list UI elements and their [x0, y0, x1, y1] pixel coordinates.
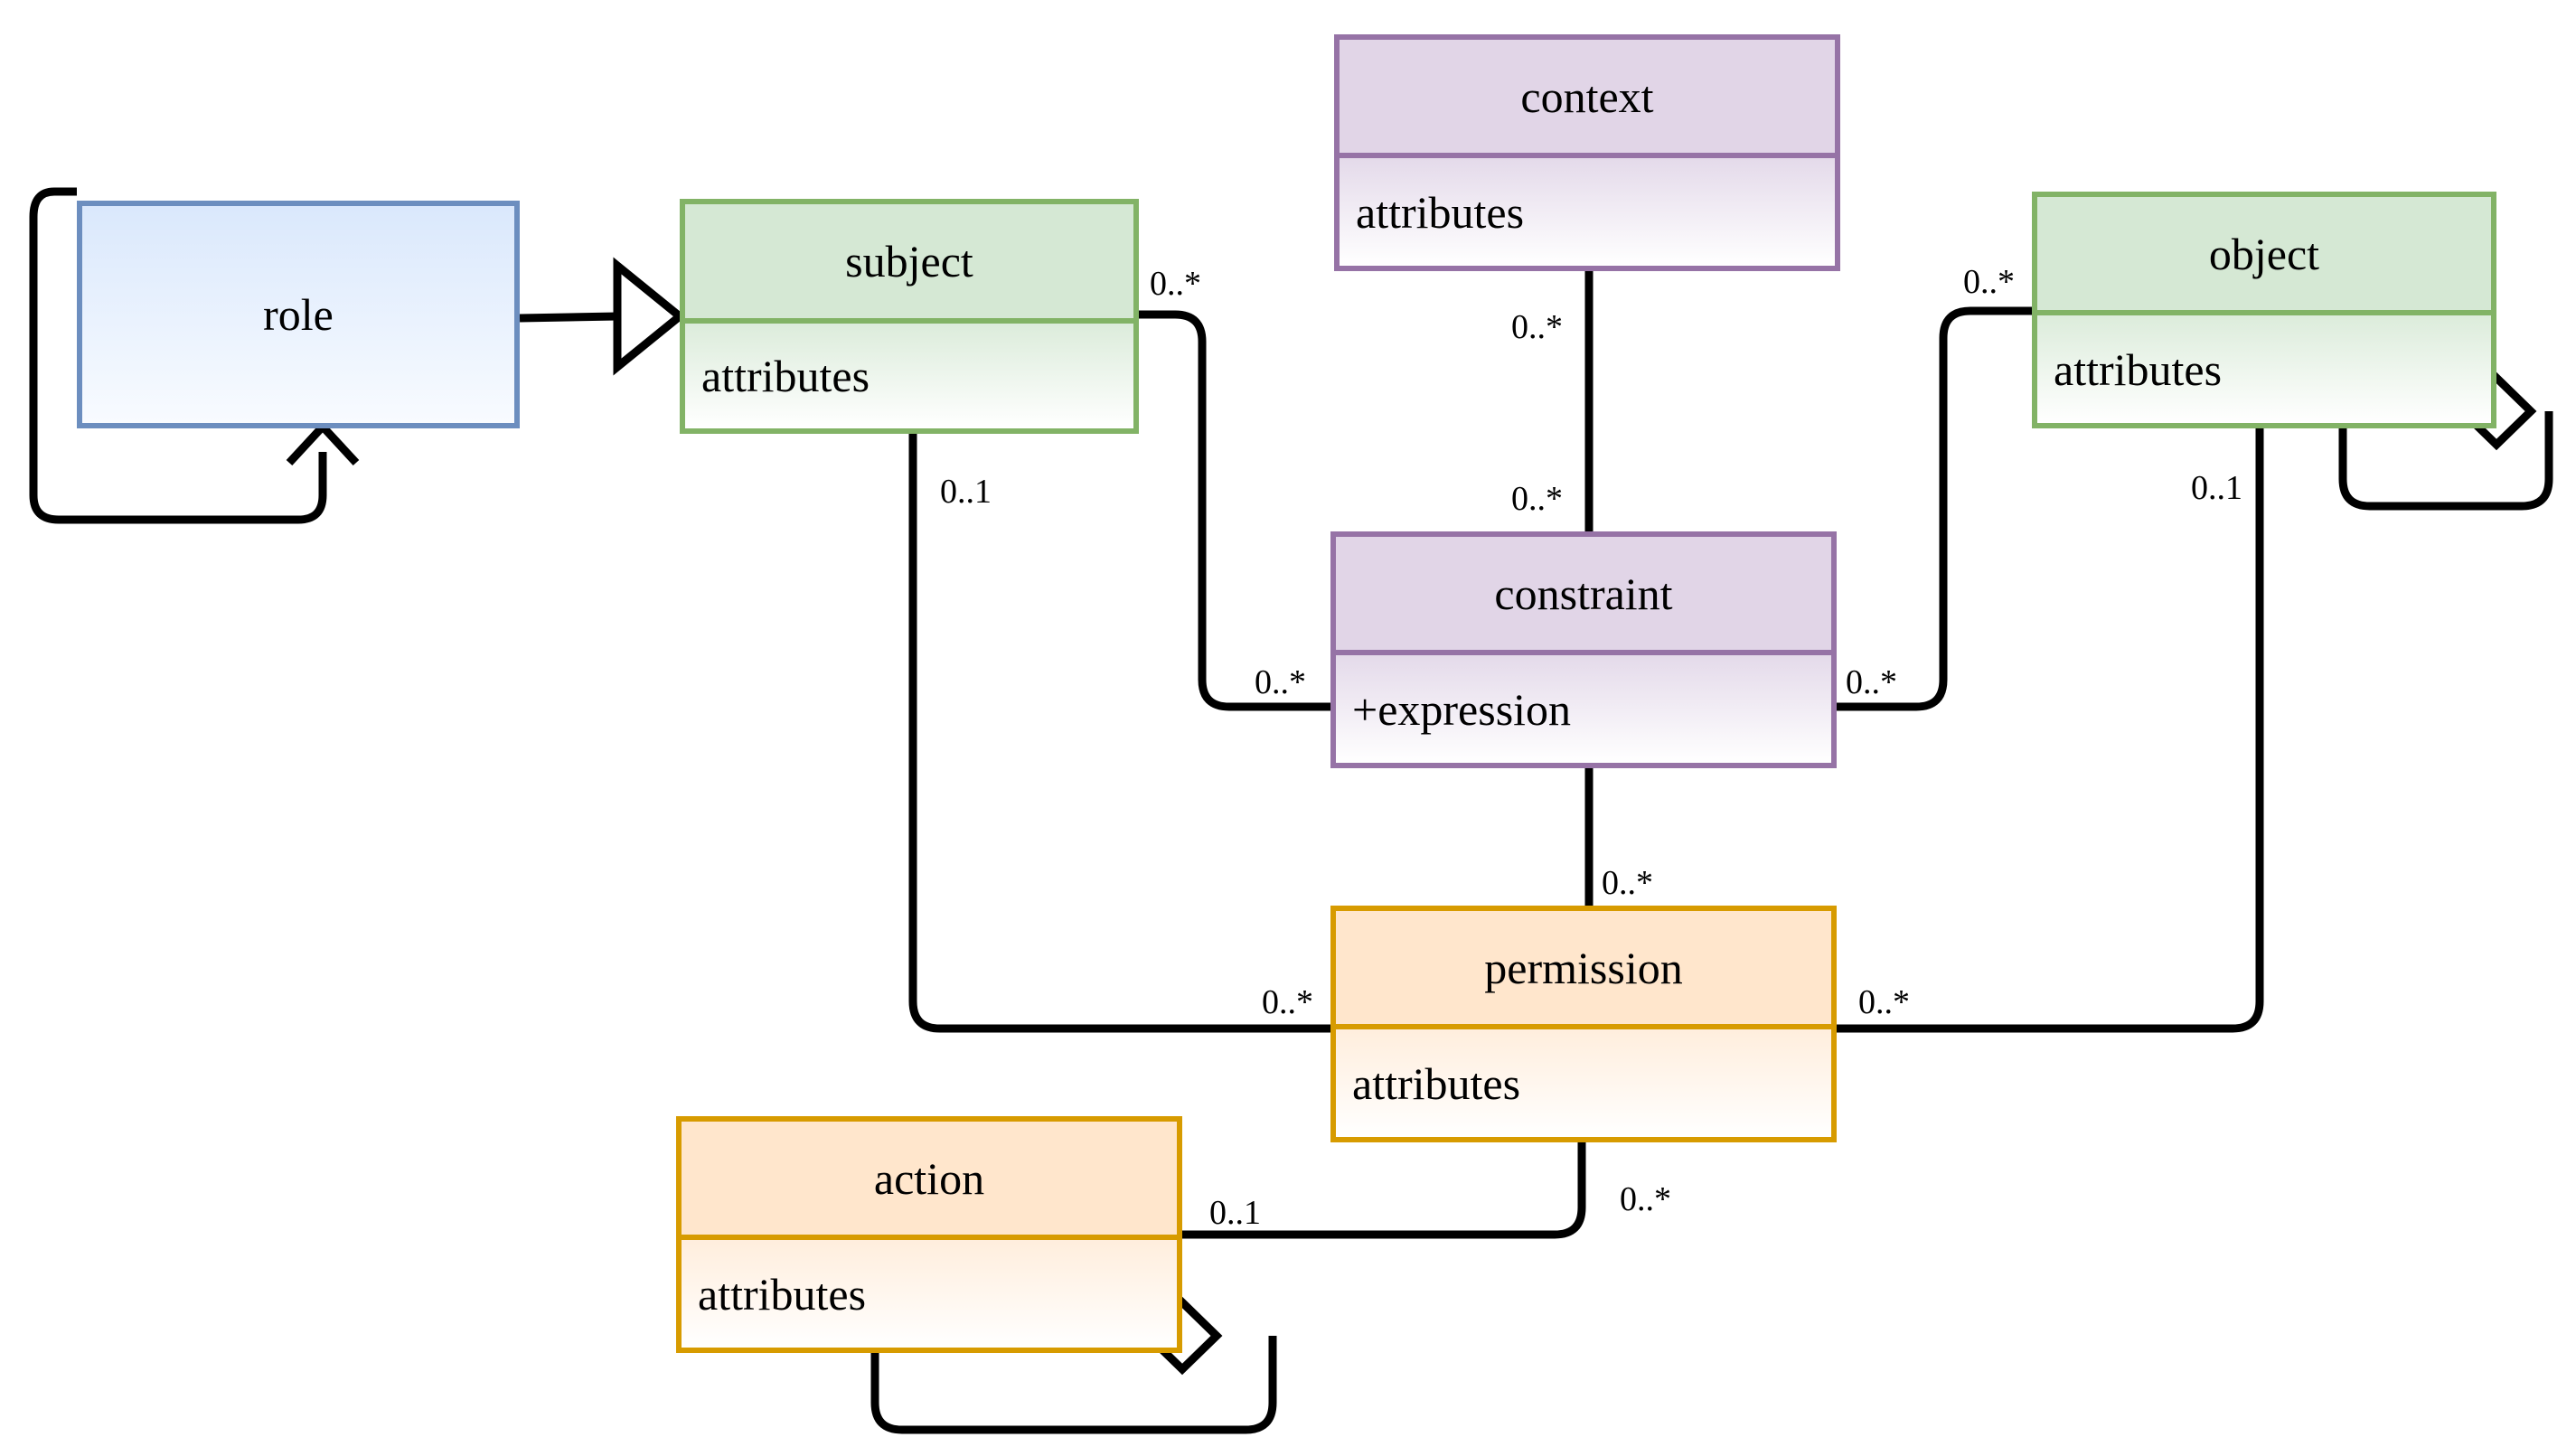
uml-class-object[interactable]: object attributes	[2032, 192, 2496, 428]
uml-class-context[interactable]: context attributes	[1334, 34, 1840, 271]
edge-object-constraint	[1837, 306, 2032, 711]
multiplicity-permission-object-dst: 0..*	[1858, 983, 1910, 1021]
multiplicity-subject-to-constraint-dst: 0..*	[1255, 663, 1306, 701]
multiplicity-subject-to-constraint-src: 0..*	[1150, 265, 1201, 303]
multiplicity-subject-to-permission-src: 0..1	[940, 473, 992, 511]
class-attributes-context: attributes	[1340, 158, 1835, 266]
class-title-subject: subject	[685, 204, 1133, 324]
multiplicity-permission-subject-dst: 0..*	[1262, 983, 1313, 1021]
class-title-permission: permission	[1336, 911, 1831, 1029]
class-attributes-constraint: +expression	[1336, 655, 1831, 763]
uml-class-permission[interactable]: permission attributes	[1330, 906, 1837, 1142]
multiplicity-object-to-constraint-src: 0..*	[1963, 263, 2015, 301]
class-title-constraint: constraint	[1336, 537, 1831, 655]
class-attributes-permission: attributes	[1336, 1029, 1831, 1137]
class-title-object: object	[2037, 197, 2491, 315]
hollow-triangle-generalization-marker	[613, 257, 687, 376]
class-attributes-action: attributes	[682, 1240, 1177, 1348]
edge-action-permission	[1182, 1142, 1586, 1239]
edge-subject-permission	[908, 434, 1330, 1033]
multiplicity-object-to-constraint-dst: 0..*	[1846, 663, 1897, 701]
class-title-action: action	[682, 1122, 1177, 1240]
multiplicity-context-to-constraint-dst: 0..*	[1511, 480, 1563, 518]
multiplicity-permission-to-action-dst: 0..*	[1620, 1180, 1671, 1218]
class-title-context: context	[1340, 40, 1835, 158]
uml-class-subject[interactable]: subject attributes	[680, 199, 1139, 434]
uml-class-role[interactable]: role	[77, 201, 520, 428]
edge-role-generalizes-subject	[519, 312, 618, 323]
edge-action-self-aggregation	[870, 1336, 1277, 1434]
multiplicity-context-to-constraint-src: 0..*	[1511, 308, 1563, 346]
edge-object-permission	[1837, 428, 2264, 1033]
edge-role-self-association	[29, 187, 327, 524]
class-attributes-object: attributes	[2037, 315, 2491, 423]
multiplicity-action-to-permission-src: 0..1	[1209, 1194, 1261, 1232]
multiplicity-constraint-to-permission: 0..*	[1602, 864, 1653, 902]
edge-object-self-aggregation	[2338, 411, 2553, 511]
uml-class-constraint[interactable]: constraint +expression	[1330, 531, 1837, 768]
multiplicity-object-to-permission-src: 0..1	[2191, 469, 2242, 507]
class-attributes-subject: attributes	[685, 324, 1133, 428]
uml-class-action[interactable]: action attributes	[676, 1116, 1182, 1353]
class-title-role: role	[82, 206, 514, 423]
edge-subject-constraint	[1139, 310, 1330, 711]
